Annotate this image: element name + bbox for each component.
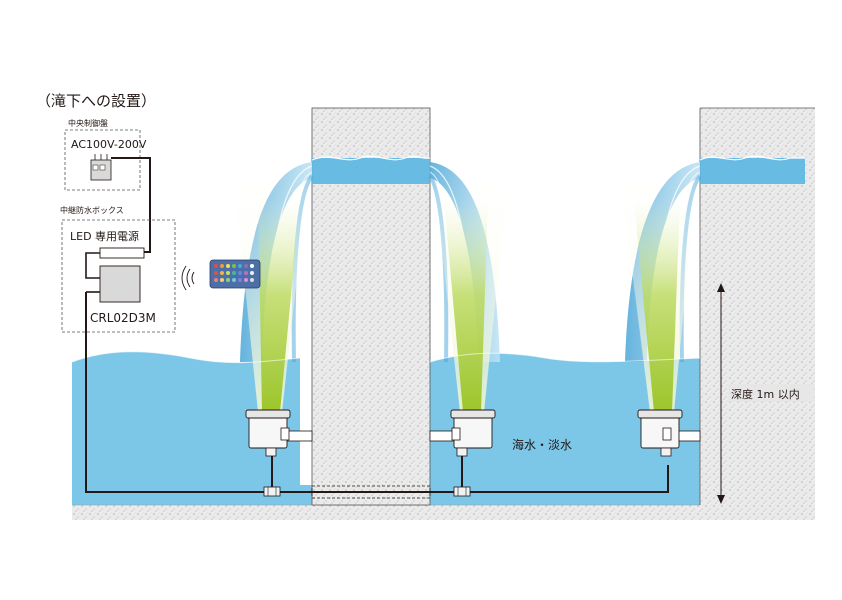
water-type-label: 海水・淡水 xyxy=(512,437,572,452)
water-body xyxy=(72,351,300,505)
underwater-light-left xyxy=(245,409,313,457)
control-panel-label: 中央制御盤 xyxy=(68,118,108,128)
cable-connector-middle xyxy=(453,486,471,497)
controller-unit xyxy=(99,265,141,303)
wireless-signal-icon xyxy=(181,265,195,291)
relay-box-label: 中継防水ボックス xyxy=(60,205,124,215)
light-beam-right xyxy=(618,160,698,412)
control-panel: 中央制御盤 AC100V-200V xyxy=(64,118,147,191)
wall-top-water xyxy=(700,158,805,184)
underwater-light-middle xyxy=(429,409,496,457)
water-body-middle xyxy=(430,353,700,505)
power-supply-unit xyxy=(99,247,145,259)
pillar-top-water xyxy=(312,158,430,184)
remote-control-icon xyxy=(209,259,261,289)
controller-model-label: CRL02D3M xyxy=(90,311,156,325)
depth-arrow xyxy=(717,283,725,504)
panel-cable xyxy=(111,157,151,253)
control-panel-voltage: AC100V-200V xyxy=(71,138,147,151)
diagram-title: （滝下への設置） xyxy=(36,92,156,110)
light-beam-left xyxy=(232,160,310,412)
light-beam-middle xyxy=(432,160,510,412)
depth-label: 深度 1m 以内 xyxy=(731,387,800,401)
bottom-cable xyxy=(85,292,669,493)
power-supply-label: LED 専用電源 xyxy=(70,229,139,243)
cable-connector-left xyxy=(263,486,281,497)
underwater-light-right xyxy=(637,409,701,457)
relay-wiring xyxy=(85,252,100,293)
relay-box: 中継防水ボックス LED 専用電源 CRL02D3M xyxy=(60,205,176,333)
ground-strip xyxy=(72,505,815,520)
